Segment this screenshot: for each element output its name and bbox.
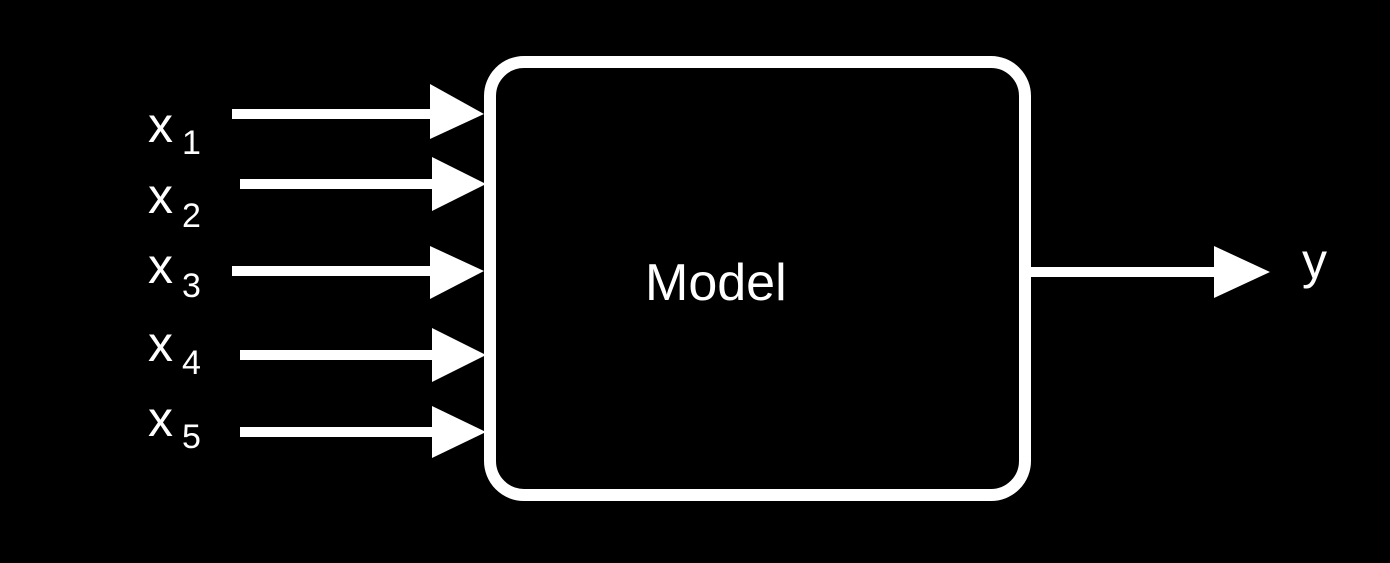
input-arrow-1 [232,84,484,139]
input-arrow-2 [240,157,486,211]
input-arrow-4 [240,328,486,382]
model-label: Model [645,254,787,312]
input-label-5-base: x [148,391,173,447]
input-label-1-sub: 1 [182,124,201,162]
input-arrow-5 [240,406,486,458]
output-label: y [1302,233,1327,289]
input-label-3-base: x [148,238,173,294]
input-label-4-base: x [148,316,173,372]
model-box [484,56,1031,501]
input-arrow-3 [232,246,484,299]
input-label-4-sub: 4 [182,344,201,382]
input-label-3-sub: 3 [182,267,201,305]
output-arrow [1028,246,1270,298]
input-label-2-sub: 2 [182,197,201,235]
input-label-5-sub: 5 [182,418,201,456]
input-label-2-base: x [148,168,173,224]
input-label-1-base: x [148,97,173,153]
